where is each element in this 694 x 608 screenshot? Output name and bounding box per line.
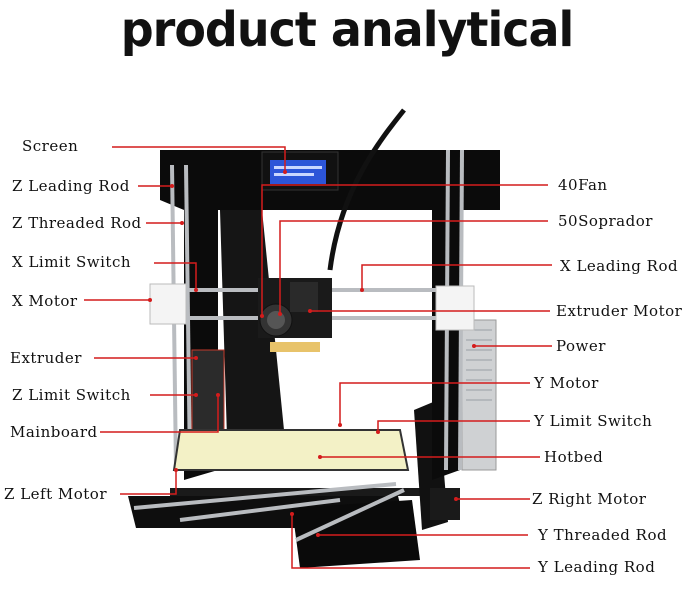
label-z-left-motor: Z Left Motor bbox=[4, 485, 107, 503]
label-z-leading-rod: Z Leading Rod bbox=[12, 177, 130, 195]
label-z-right-motor: Z Right Motor bbox=[532, 490, 647, 508]
label-x-leading-rod: X Leading Rod bbox=[560, 257, 679, 275]
label-extruder: Extruder bbox=[10, 349, 82, 367]
label-y-leading-rod: Y Leading Rod bbox=[538, 558, 656, 576]
base-frame bbox=[128, 488, 420, 568]
label-z-threaded-rod: Z Threaded Rod bbox=[12, 214, 142, 232]
label-power: Power bbox=[556, 337, 606, 355]
x-motor-block bbox=[149, 283, 187, 325]
filament-cable bbox=[327, 108, 406, 271]
callout-lines bbox=[84, 146, 552, 569]
mainboard bbox=[191, 349, 225, 431]
inner-frame bbox=[220, 210, 288, 470]
label-y-threaded-rod: Y Threaded Rod bbox=[538, 526, 668, 544]
label-mainboard: Mainboard bbox=[10, 423, 98, 441]
label-y-limit-switch: Y Limit Switch bbox=[534, 412, 653, 430]
power-supply bbox=[461, 319, 497, 471]
extruder-assembly bbox=[258, 278, 332, 352]
y-rods bbox=[133, 482, 405, 542]
hotbed bbox=[172, 429, 410, 471]
label-extruder-motor: Extruder Motor bbox=[556, 302, 683, 320]
label-40fan: 40Fan bbox=[558, 176, 608, 194]
label-50soprador: 50Soprador bbox=[558, 212, 653, 230]
z-right-motor-block bbox=[430, 488, 460, 520]
label-z-limit-switch: Z Limit Switch bbox=[12, 386, 131, 404]
callout-dots bbox=[148, 170, 476, 537]
label-y-motor: Y Motor bbox=[534, 374, 599, 392]
lcd-screen bbox=[261, 151, 339, 191]
label-screen: Screen bbox=[22, 137, 79, 155]
x-end-right bbox=[435, 285, 475, 331]
label-x-motor: X Motor bbox=[12, 292, 78, 310]
label-x-limit-switch: X Limit Switch bbox=[12, 253, 132, 271]
label-hotbed: Hotbed bbox=[544, 448, 604, 466]
page-title: product analytical bbox=[120, 0, 575, 58]
